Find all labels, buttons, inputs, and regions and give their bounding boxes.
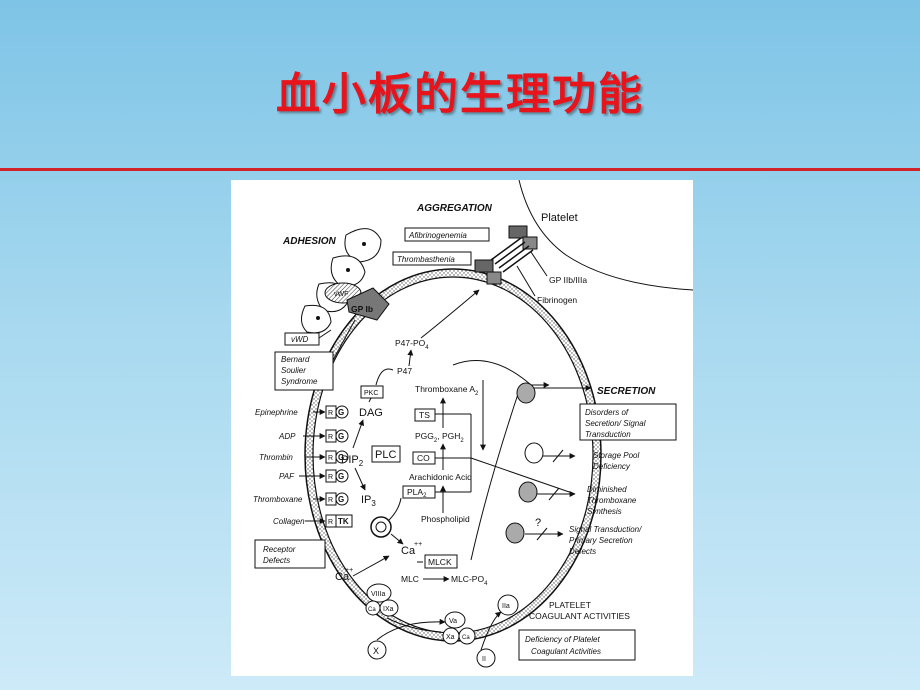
g-protein-3: G bbox=[338, 453, 344, 462]
tyrosine-kinase: TK bbox=[338, 517, 349, 526]
coagulation-complex bbox=[365, 583, 519, 668]
secretion-header: SECRETION bbox=[597, 386, 656, 397]
receptor-r-4: R bbox=[328, 474, 333, 481]
p47-label: P47 bbox=[397, 366, 412, 376]
receptor-r-6: R bbox=[328, 519, 333, 526]
thromboxane-a2-label: Thromboxane A2 bbox=[415, 384, 479, 397]
vwf-label: vWF bbox=[334, 291, 348, 298]
iia-label: IIa bbox=[502, 603, 510, 610]
receptor-defects-line-1: Receptor bbox=[263, 545, 296, 554]
ca-charge-in: ++ bbox=[414, 541, 422, 548]
xa-label: Xa bbox=[446, 634, 455, 641]
ca-intracellular-label: Ca bbox=[401, 545, 416, 557]
ixa-label: IXa bbox=[383, 606, 394, 613]
ip3-label: IP3 bbox=[361, 494, 376, 508]
ca-complex-2: Ca bbox=[462, 635, 470, 641]
phospholipid-label: Phospholipid bbox=[421, 514, 470, 524]
adhesion-header: ADHESION bbox=[282, 236, 337, 247]
vwd-label: vWD bbox=[291, 335, 309, 344]
signal-transduction-line-2: Primary Secretion bbox=[569, 536, 633, 545]
bernard-soulier-line-3: Syndrome bbox=[281, 377, 318, 386]
gp-ib-receptor bbox=[346, 287, 390, 321]
fibrinogen-label: Fibrinogen bbox=[537, 295, 577, 305]
pkc-label: PKC bbox=[364, 390, 378, 397]
g-protein-2: G bbox=[338, 432, 344, 441]
pla2-label: PLA2 bbox=[407, 487, 427, 499]
dense-granule-3 bbox=[518, 481, 538, 503]
mlck-label: MLCK bbox=[428, 557, 452, 567]
aggregation-header: AGGREGATION bbox=[416, 203, 493, 214]
bernard-soulier-line-2: Soulier bbox=[281, 366, 306, 375]
ii-label: II bbox=[482, 656, 486, 663]
mlc-label: MLC bbox=[401, 574, 419, 584]
gp-ib-label: GP Ib bbox=[351, 304, 373, 314]
receptor-r-5: R bbox=[328, 497, 333, 504]
agonist-adp: ADP bbox=[278, 432, 296, 441]
signal-transduction-line-1: Signal Transduction/ bbox=[569, 525, 642, 534]
agonist-thrombin: Thrombin bbox=[259, 453, 293, 462]
diminished-thromboxane-line-1: Diminished bbox=[587, 485, 627, 494]
agonist-paf: PAF bbox=[279, 472, 295, 481]
subendothelium bbox=[301, 228, 382, 334]
p47-po4-label: P47-PO4 bbox=[395, 338, 429, 351]
receptor-r-1: R bbox=[328, 410, 333, 417]
thrombasthenia-label: Thrombasthenia bbox=[397, 255, 455, 264]
platelet-label: Platelet bbox=[541, 212, 578, 224]
ca-charge-out: ++ bbox=[345, 567, 353, 574]
diminished-thromboxane-line-2: Thromboxane bbox=[587, 496, 637, 505]
dense-granule-4 bbox=[505, 522, 525, 544]
platelet-coagulant-header-1: PLATELET bbox=[549, 600, 591, 610]
gp-iib-iiia-label: GP IIb/IIIa bbox=[549, 275, 587, 285]
ca-extracellular-label: Ca bbox=[335, 571, 350, 583]
disorders-secretion-line-1: Disorders of bbox=[585, 408, 629, 417]
g-protein-5: G bbox=[338, 495, 344, 504]
receptor-g-protein-stack bbox=[325, 405, 353, 528]
storage-pool-line-1: Storage Pool bbox=[593, 451, 639, 460]
diminished-thromboxane-line-3: Synthesis bbox=[587, 507, 622, 516]
g-protein-4: G bbox=[338, 472, 344, 481]
gp-iib-iiia-receptor bbox=[474, 225, 538, 285]
disorders-secretion-line-2: Secretion/ Signal bbox=[585, 419, 646, 428]
title-divider bbox=[0, 168, 920, 171]
arachidonic-acid-label: Arachidonic Acid bbox=[409, 472, 472, 482]
receptor-r-3: R bbox=[328, 455, 333, 462]
viiia-label: VIIIa bbox=[371, 591, 386, 598]
dense-granule-1 bbox=[516, 382, 536, 404]
ts-label: TS bbox=[419, 410, 430, 420]
agonist-epinephrine: Epinephrine bbox=[255, 408, 298, 417]
receptor-r-2: R bbox=[328, 434, 333, 441]
afibrinogenemia-label: Afibrinogenemia bbox=[408, 231, 467, 240]
storage-pool-line-2: Deficiency bbox=[593, 462, 631, 471]
receptor-defects-line-2: Defects bbox=[263, 556, 290, 565]
agonist-thromboxane: Thromboxane bbox=[253, 495, 303, 504]
agonist-collagen: Collagen bbox=[273, 517, 305, 526]
disorders-secretion-line-3: Transduction bbox=[585, 430, 631, 439]
dag-label: DAG bbox=[359, 407, 383, 419]
signal-transduction-line-3: Defects bbox=[569, 547, 596, 556]
mlc-po4-label: MLC-PO4 bbox=[451, 574, 488, 587]
coagulant-deficiency-line-2: Coagulant Activities bbox=[531, 647, 601, 656]
bernard-soulier-line-1: Bernard bbox=[281, 355, 310, 364]
pgg2-pgh2-label: PGG2, PGH2 bbox=[415, 431, 464, 444]
platelet-function-diagram: Platelet GP IIb/IIIa Fibrinogen AGGREGAT… bbox=[231, 180, 693, 676]
g-protein-1: G bbox=[338, 408, 344, 417]
coagulant-deficiency-line-1: Deficiency of Platelet bbox=[525, 635, 600, 644]
ca-complex-1: Ca bbox=[368, 607, 376, 613]
adjacent-platelet bbox=[518, 180, 693, 291]
co-label: CO bbox=[417, 453, 430, 463]
va-label: Va bbox=[449, 618, 457, 625]
pip2-label: PIP2 bbox=[341, 454, 364, 468]
unknown-step-mark: ? bbox=[535, 517, 541, 529]
factor-x-label: X bbox=[373, 646, 379, 656]
plc-label: PLC bbox=[375, 449, 396, 461]
slide-title: 血小板的生理功能 bbox=[276, 69, 644, 120]
dense-granule-2 bbox=[524, 442, 544, 464]
platelet-coagulant-header-2: COAGULANT ACTIVITIES bbox=[529, 611, 630, 621]
